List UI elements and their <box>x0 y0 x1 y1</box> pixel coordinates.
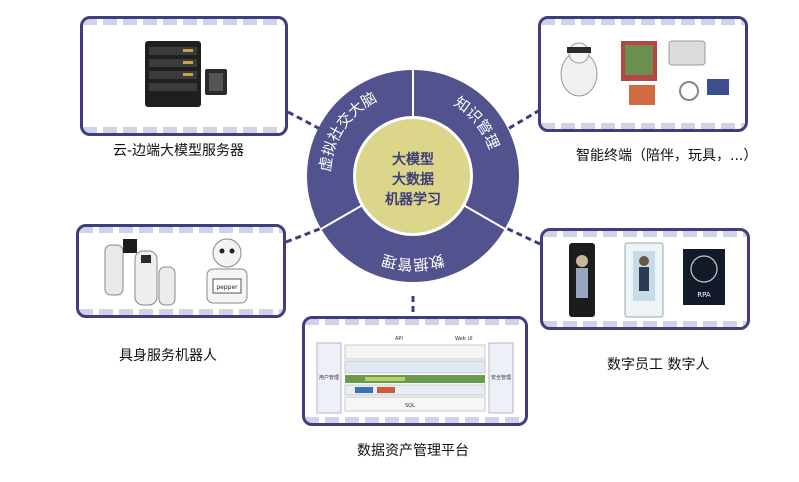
robots-image: pepper <box>79 227 283 315</box>
platform-image: API Web UI 用户管理 安全管理 SQL <box>305 319 525 423</box>
caption-digital-human: 数字员工 数字人 <box>607 354 709 374</box>
card-robots: pepper <box>76 224 286 318</box>
card-terminals <box>538 16 748 132</box>
core-ring: 大模型 大数据 机器学习 虚拟社交大脑 知识管理 数据管理 <box>303 66 523 286</box>
center-line-3: 机器学习 <box>385 191 441 208</box>
caption-server: 云-边端大模型服务器 <box>113 140 244 160</box>
server-image <box>83 19 285 133</box>
platform-webui-label: Web UI <box>455 336 473 342</box>
platform-api-label: API <box>395 336 403 342</box>
caption-data-platform: 数据资产管理平台 <box>357 440 469 460</box>
card-data-platform: API Web UI 用户管理 安全管理 SQL <box>302 316 528 426</box>
rpa-label: RPA <box>697 291 711 299</box>
card-server <box>80 16 288 136</box>
terminals-image <box>541 19 745 129</box>
center-line-1: 大模型 <box>392 151 434 168</box>
center-line-2: 大数据 <box>392 171 434 188</box>
caption-terminals: 智能终端（陪伴，玩具，...） <box>576 145 757 165</box>
digital-human-image: RPA <box>543 231 747 327</box>
caption-robots: 具身服务机器人 <box>119 345 217 365</box>
platform-sql-label: SQL <box>405 403 415 409</box>
platform-user-label: 用户管理 <box>319 374 339 381</box>
platform-security-label: 安全管理 <box>491 374 511 381</box>
pepper-label: pepper <box>216 284 238 291</box>
card-digital-human: RPA <box>540 228 750 330</box>
